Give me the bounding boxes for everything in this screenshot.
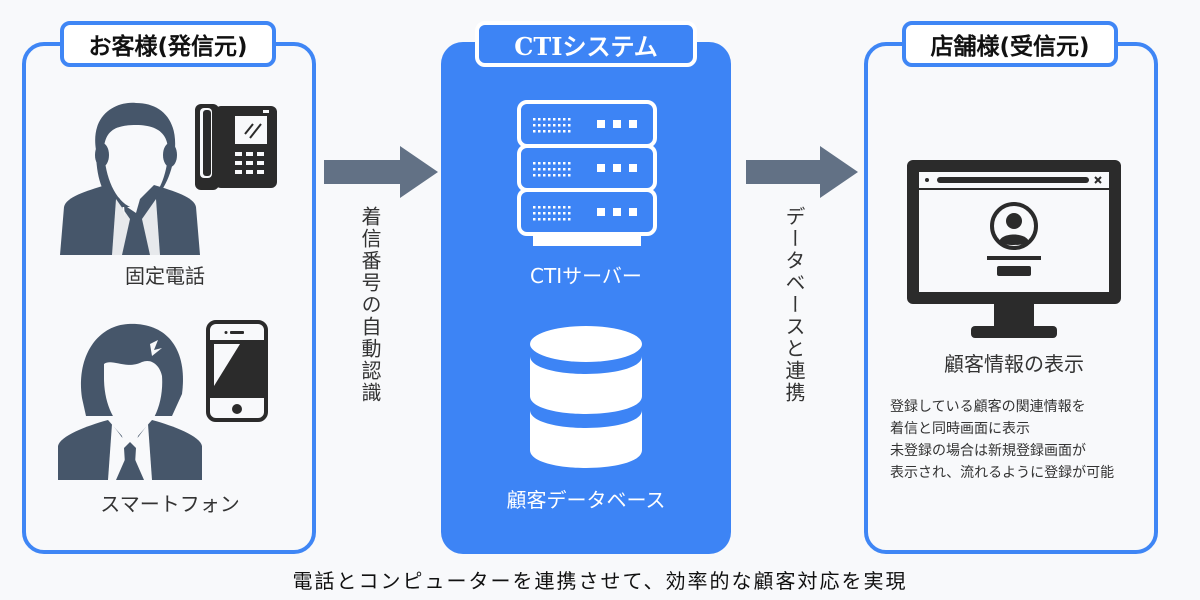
description-line: 表示され、流れるように登録が可能 (890, 465, 1115, 481)
description-line: 着信と同時画面に表示 (890, 421, 1030, 437)
customer-database-label: 顧客データベース (506, 488, 666, 512)
young-man-icon (58, 323, 202, 480)
smartphone-icon (206, 320, 268, 422)
arrow-right-icon (746, 146, 858, 198)
cti-server-label: CTIサーバー (530, 264, 642, 288)
description-line: 未登録の場合は新規登録画面が (890, 443, 1086, 459)
database-icon (530, 326, 642, 468)
store-title: 店舗様(受信元) (902, 21, 1118, 67)
arrow1-label: 着信番号の自動認識 (358, 206, 382, 404)
customer-info-label: 顧客情報の表示 (944, 352, 1084, 376)
landline-label: 固定電話 (125, 264, 205, 288)
caller-title: お客様(発信元) (60, 21, 276, 67)
monitor-profile-icon (907, 160, 1121, 338)
arrow2-label: データベースと連携 (782, 206, 806, 404)
desk-phone-icon (195, 104, 277, 190)
description-line: 登録している顧客の関連情報を (890, 399, 1086, 415)
cti-title: CTIシステム (475, 21, 697, 67)
footer-caption: 電話とコンピューターを連携させて、効率的な顧客対応を実現 (292, 569, 908, 593)
smartphone-label: スマートフォン (100, 492, 240, 516)
server-icon (517, 100, 657, 246)
businessman-icon (60, 102, 200, 255)
store-description: 登録している顧客の関連情報を 着信と同時画面に表示 未登録の場合は新規登録画面が… (890, 396, 1114, 484)
cti-panel (441, 42, 731, 554)
arrow-right-icon (324, 146, 438, 198)
